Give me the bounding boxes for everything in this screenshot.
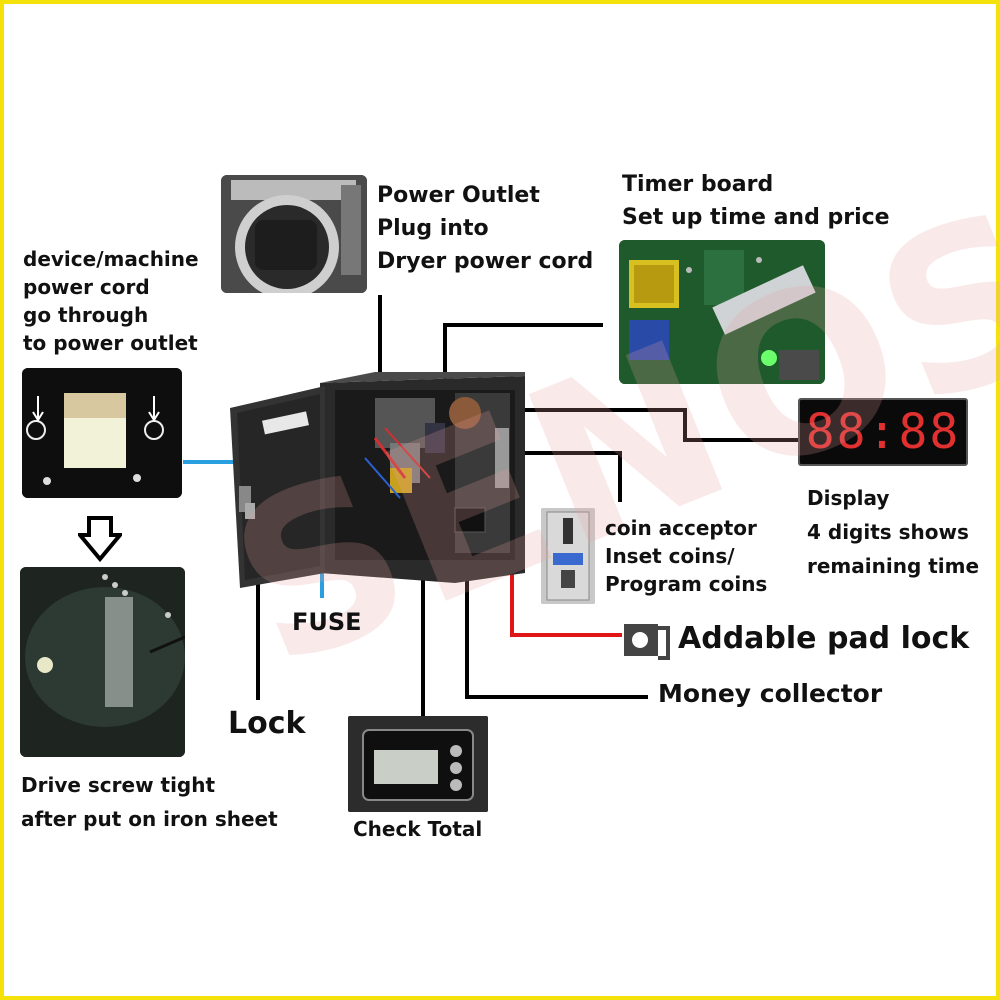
pad-lock-label: Addable pad lock bbox=[678, 621, 970, 656]
power-outlet-line-3: Dryer power cord bbox=[377, 249, 594, 274]
power-outlet-photo bbox=[221, 175, 367, 293]
line-money-collector bbox=[465, 555, 648, 699]
display-module: 88:88 bbox=[798, 398, 968, 466]
timer-board-photo bbox=[619, 240, 825, 384]
fuse-label: FUSE bbox=[292, 608, 362, 636]
timer-board-line-2: Set up time and price bbox=[622, 205, 890, 230]
display-line-3: remaining time bbox=[807, 554, 980, 578]
check-total-label: Check Total bbox=[353, 817, 483, 841]
coin-acceptor-line-3: Program coins bbox=[605, 572, 768, 596]
cabinet-illustration bbox=[230, 372, 525, 588]
line-coin-acceptor bbox=[505, 451, 622, 502]
drive-screw-photo bbox=[20, 567, 185, 757]
drive-screw-image bbox=[20, 567, 185, 757]
timer-board-label: Timer board Set up time and price bbox=[622, 168, 890, 234]
power-cord-plate-photo bbox=[22, 368, 182, 498]
check-total-photo bbox=[348, 716, 488, 812]
line-display bbox=[510, 408, 800, 442]
device-cord-line-3: go through bbox=[23, 303, 149, 327]
coin-acceptor-line-2: Inset coins/ bbox=[605, 544, 735, 568]
pad-lock-icon bbox=[624, 624, 670, 660]
coin-acceptor-line-1: coin acceptor bbox=[605, 516, 757, 540]
power-outlet-image bbox=[221, 175, 367, 293]
money-collector-label: Money collector bbox=[658, 679, 883, 708]
device-cord-line-1: device/machine bbox=[23, 247, 199, 271]
power-outlet-line-1: Power Outlet bbox=[377, 183, 540, 208]
device-cord-line-4: to power outlet bbox=[23, 331, 198, 355]
device-cord-label: device/machine power cord go through to … bbox=[23, 245, 199, 357]
drive-screw-label: Drive screw tight after put on iron shee… bbox=[21, 768, 278, 836]
power-cord-plate-image bbox=[22, 368, 182, 498]
timer-board-image bbox=[619, 240, 825, 384]
display-digits: 88:88 bbox=[805, 404, 961, 460]
coin-acceptor-photo bbox=[541, 508, 595, 604]
down-arrow-icon bbox=[78, 516, 122, 563]
display-line-1: Display bbox=[807, 486, 890, 510]
coin-acceptor-label: coin acceptor Inset coins/ Program coins bbox=[605, 514, 767, 598]
display-line-2: 4 digits shows bbox=[807, 520, 969, 544]
power-outlet-line-2: Plug into bbox=[377, 216, 489, 241]
timer-board-line-1: Timer board bbox=[622, 172, 774, 197]
power-outlet-label: Power Outlet Plug into Dryer power cord bbox=[377, 179, 593, 278]
drive-screw-line-1: Drive screw tight bbox=[21, 773, 216, 797]
display-label: Display 4 digits shows remaining time bbox=[807, 481, 979, 583]
check-total-image bbox=[348, 716, 488, 812]
device-cord-line-2: power cord bbox=[23, 275, 150, 299]
coin-acceptor-image bbox=[541, 508, 595, 604]
lock-label: Lock bbox=[228, 706, 306, 741]
drive-screw-line-2: after put on iron sheet bbox=[21, 807, 278, 831]
